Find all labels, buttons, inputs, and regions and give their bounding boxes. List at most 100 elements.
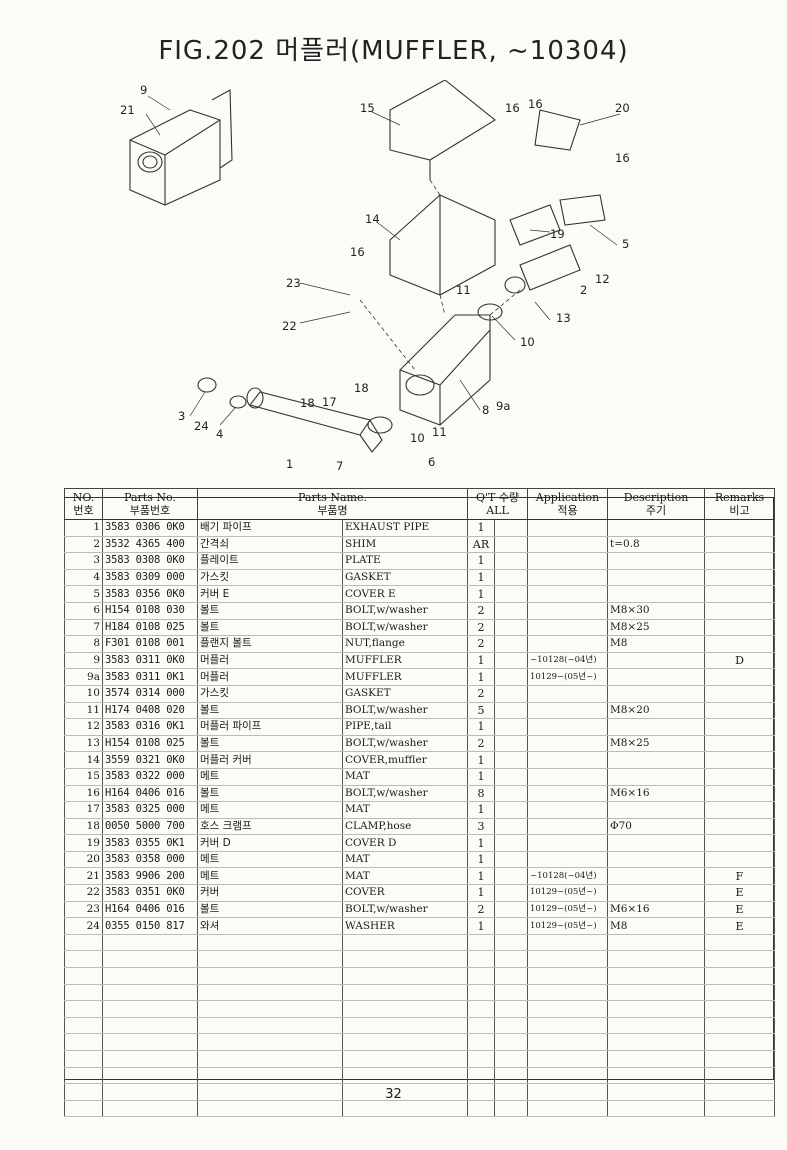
cell-empty bbox=[527, 1050, 608, 1068]
callout-8: 8 bbox=[482, 403, 489, 417]
cell-empty bbox=[494, 718, 528, 736]
callout-9a: 9a bbox=[496, 399, 510, 413]
table-row-empty bbox=[64, 1067, 775, 1085]
cell-no: 17 bbox=[64, 801, 103, 819]
cell-rem bbox=[704, 569, 775, 587]
callout-5: 5 bbox=[622, 237, 629, 251]
cell-en: MUFFLER bbox=[342, 652, 468, 670]
cell-app bbox=[527, 818, 608, 836]
cell-en: MAT bbox=[342, 801, 468, 819]
cell-desc bbox=[607, 569, 705, 587]
callout-9: 9 bbox=[140, 83, 147, 97]
cell-empty bbox=[494, 768, 528, 786]
cell-empty bbox=[197, 1050, 343, 1068]
cell-qty: 8 bbox=[467, 785, 495, 803]
cell-pn: H174 0408 020 bbox=[102, 702, 198, 720]
callout-16: 16 bbox=[350, 245, 365, 259]
cell-qty: 1 bbox=[467, 867, 495, 886]
cell-qty: 2 bbox=[467, 619, 495, 637]
cell-kr: 가스킷 bbox=[197, 569, 343, 587]
cell-rem bbox=[704, 718, 775, 736]
cell-empty bbox=[704, 1050, 775, 1068]
cell-pn: 3559 0321 0K0 bbox=[102, 751, 198, 769]
cell-empty bbox=[704, 1067, 775, 1085]
cell-qty: 1 bbox=[467, 718, 495, 736]
cell-empty bbox=[494, 934, 528, 952]
cell-pn: H164 0406 016 bbox=[102, 901, 198, 919]
cell-rem: E bbox=[704, 884, 775, 902]
cell-kr: 볼트 bbox=[197, 785, 343, 803]
cell-en: NUT,flange bbox=[342, 635, 468, 653]
cell-no: 24 bbox=[64, 917, 103, 935]
callout-14: 14 bbox=[365, 212, 380, 226]
cell-no: 14 bbox=[64, 751, 103, 769]
cell-desc: M8×30 bbox=[607, 602, 705, 620]
cell-empty bbox=[102, 934, 198, 952]
cell-no: 20 bbox=[64, 851, 103, 869]
cell-empty bbox=[704, 967, 775, 985]
cell-desc: M8×25 bbox=[607, 735, 705, 753]
cell-empty bbox=[527, 1033, 608, 1051]
callout-21: 21 bbox=[120, 103, 135, 117]
cell-desc bbox=[607, 851, 705, 869]
cell-desc: M8×25 bbox=[607, 619, 705, 637]
cell-empty bbox=[494, 702, 528, 720]
cell-empty bbox=[197, 984, 343, 1002]
cell-pn: 0355 0150 817 bbox=[102, 917, 198, 935]
cell-app: 10129~(05년~) bbox=[527, 901, 608, 919]
cell-qty: 1 bbox=[467, 851, 495, 869]
callout-23: 23 bbox=[286, 276, 301, 290]
cell-desc bbox=[607, 585, 705, 603]
cell-empty bbox=[494, 1050, 528, 1068]
cell-empty bbox=[704, 984, 775, 1002]
cell-qty: 1 bbox=[467, 751, 495, 769]
table-row-empty bbox=[64, 1000, 775, 1018]
callout-4: 4 bbox=[216, 427, 223, 441]
cell-qty: 1 bbox=[467, 652, 495, 670]
cell-rem: E bbox=[704, 901, 775, 919]
table-row-empty bbox=[64, 1033, 775, 1051]
cell-empty bbox=[342, 950, 468, 969]
cell-empty bbox=[342, 984, 468, 1002]
cell-empty bbox=[102, 1033, 198, 1051]
exploded-parts-diagram: 21 9 15 16 16 20 16 14 19 5 16 2 12 23 1… bbox=[120, 80, 630, 473]
cell-pn: 3583 0355 0K1 bbox=[102, 834, 198, 852]
cell-kr: 메트 bbox=[197, 768, 343, 786]
callout-17: 17 bbox=[322, 395, 337, 409]
cell-app bbox=[527, 718, 608, 736]
col-no: NO.번호 bbox=[64, 488, 103, 520]
callout-22: 22 bbox=[282, 319, 297, 333]
cell-empty bbox=[494, 735, 528, 753]
cell-desc bbox=[607, 652, 705, 670]
cell-kr: 머플러 커버 bbox=[197, 751, 343, 769]
cell-desc: M8×20 bbox=[607, 702, 705, 720]
callout-2: 2 bbox=[580, 283, 587, 297]
cell-qty: 2 bbox=[467, 602, 495, 620]
cell-en: WASHER bbox=[342, 917, 468, 935]
cell-empty bbox=[467, 1033, 495, 1051]
cell-pn: 3583 0306 0K0 bbox=[102, 519, 198, 537]
cell-rem bbox=[704, 619, 775, 637]
cell-no: 12 bbox=[64, 718, 103, 736]
cell-no: 6 bbox=[64, 602, 103, 620]
cell-empty bbox=[197, 934, 343, 952]
cell-empty bbox=[607, 1033, 705, 1051]
cell-pn: H154 0108 025 bbox=[102, 735, 198, 753]
cell-empty bbox=[342, 934, 468, 952]
cell-kr: 머플러 파이프 bbox=[197, 718, 343, 736]
cell-en: GASKET bbox=[342, 569, 468, 587]
cell-empty bbox=[64, 1050, 103, 1068]
cell-empty bbox=[607, 1067, 705, 1085]
cell-app bbox=[527, 519, 608, 537]
cell-desc: Φ70 bbox=[607, 818, 705, 836]
cell-pn: H154 0108 030 bbox=[102, 602, 198, 620]
